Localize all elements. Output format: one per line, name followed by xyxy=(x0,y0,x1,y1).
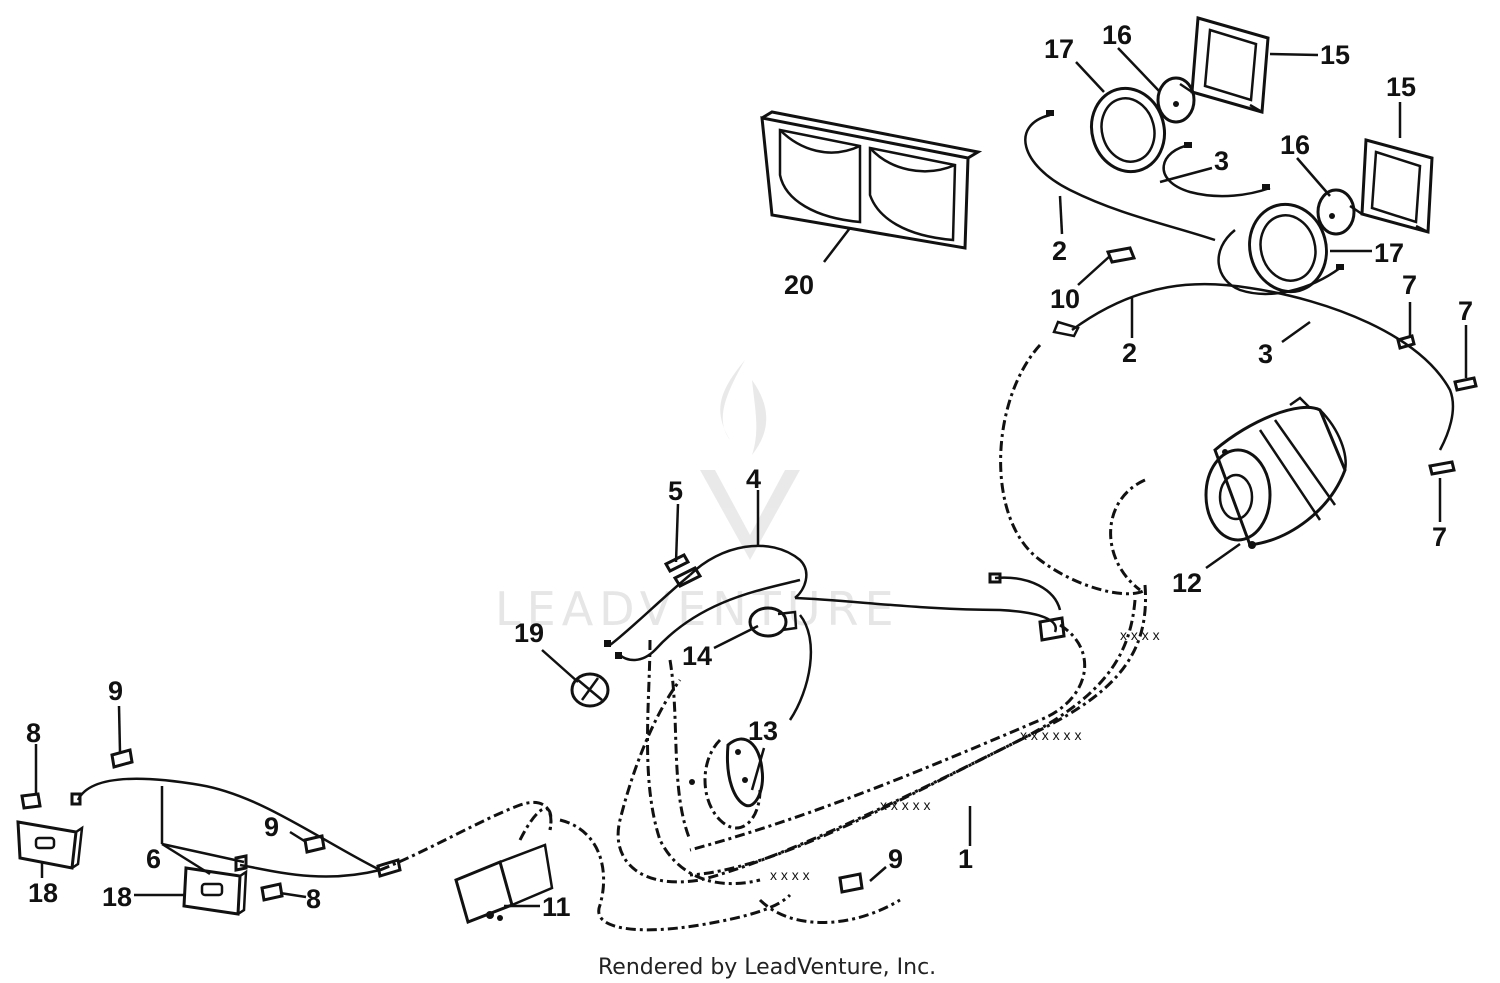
callout-18: 18 xyxy=(102,882,132,912)
generator xyxy=(1204,396,1347,549)
callout-6: 6 xyxy=(146,844,161,874)
watermark-text: LEADVENTURE xyxy=(495,582,900,636)
callout-11: 11 xyxy=(542,892,571,922)
callout-9: 9 xyxy=(888,844,903,874)
tail-light-left xyxy=(16,820,84,870)
callout-20: 20 xyxy=(784,270,814,300)
connector-block-11 xyxy=(454,843,554,924)
terminals-7 xyxy=(1396,334,1478,476)
connector-10 xyxy=(1105,246,1137,264)
svg-text:x x x x x: x x x x x xyxy=(880,797,931,813)
bezel-ring-bottom xyxy=(1248,202,1328,294)
callout-2: 2 xyxy=(1052,236,1067,266)
callout-10: 10 xyxy=(1050,284,1080,314)
callout-9: 9 xyxy=(108,676,123,706)
watermark: LEADVENTURE xyxy=(495,360,900,636)
regulator-13 xyxy=(689,737,765,808)
gauge-14 xyxy=(748,606,798,638)
fuse-wire xyxy=(604,544,808,662)
svg-text:x x x x: x x x x xyxy=(1120,627,1160,643)
leader-lines xyxy=(34,47,1468,908)
tail-light-right xyxy=(182,866,248,916)
headlight-housing-top xyxy=(1179,16,1270,114)
callout-12: 12 xyxy=(1172,568,1202,598)
callout-3: 3 xyxy=(1214,146,1229,176)
headlight-housing-right xyxy=(1349,138,1434,234)
callout-17: 17 xyxy=(1374,238,1404,268)
footer-credit: Rendered by LeadVenture, Inc. xyxy=(598,955,936,980)
callout-16: 16 xyxy=(1280,130,1310,160)
callout-16: 16 xyxy=(1102,20,1132,50)
taillight-wires xyxy=(70,777,553,878)
callout-3: 3 xyxy=(1258,339,1273,369)
callout-9: 9 xyxy=(264,812,279,842)
callout-17: 17 xyxy=(1044,34,1074,64)
headlight-panel xyxy=(760,110,983,250)
switch-19 xyxy=(570,672,610,708)
callout-13: 13 xyxy=(748,716,778,746)
bezel-ring-top xyxy=(1090,86,1166,174)
leadventure-logo-icon xyxy=(700,360,800,560)
callout-labels: 1 2 2 3 3 4 5 6 7 7 7 8 8 9 9 9 10 11 12… xyxy=(26,20,1473,922)
callout-4: 4 xyxy=(746,464,761,494)
gauge-wires xyxy=(788,572,1066,721)
svg-text:x x x x: x x x x xyxy=(770,867,810,883)
callout-19: 19 xyxy=(514,618,544,648)
sealed-beam-top xyxy=(1156,76,1196,124)
callout-7: 7 xyxy=(1458,296,1473,326)
svg-text:x x x x x x: x x x x x x xyxy=(1020,727,1081,743)
callout-14: 14 xyxy=(682,641,712,671)
callout-7: 7 xyxy=(1432,522,1447,552)
callout-2: 2 xyxy=(1122,338,1137,368)
clips-9 xyxy=(110,748,864,894)
callout-15: 15 xyxy=(1386,72,1416,102)
callout-1: 1 xyxy=(958,844,973,874)
callout-8: 8 xyxy=(306,884,321,914)
callout-7: 7 xyxy=(1402,270,1417,300)
callout-5: 5 xyxy=(668,476,683,506)
bulbs-8 xyxy=(20,792,284,902)
headlight-wires xyxy=(1024,110,1455,451)
callout-15: 15 xyxy=(1320,40,1350,70)
sealed-beam-right xyxy=(1316,188,1356,236)
callout-18: 18 xyxy=(28,878,58,908)
callout-8: 8 xyxy=(26,718,41,748)
